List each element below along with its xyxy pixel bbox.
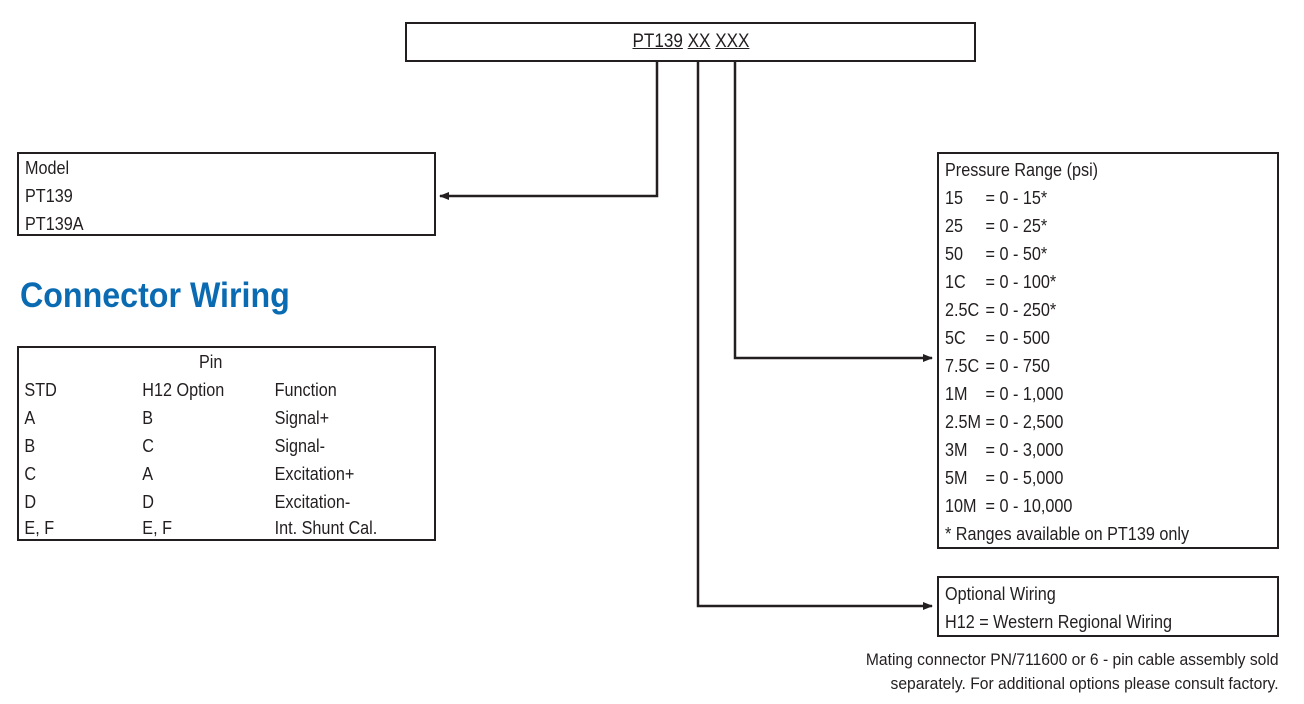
list-item: 25 = 0 - 25*	[945, 212, 1238, 240]
range-code: 1C	[945, 272, 966, 292]
model-box: Model PT139 PT139A	[17, 152, 436, 236]
section-title: Connector Wiring	[20, 276, 290, 315]
pressure-heading: Pressure Range (psi)	[945, 160, 1099, 180]
range-code: 15	[945, 188, 964, 208]
pressure-range-box: Pressure Range (psi) 15 = 0 - 15* 25 = 0 -…	[937, 152, 1279, 549]
range-code: 7.5C	[945, 356, 980, 376]
list-item: 5M = 0 - 5,000	[945, 464, 1238, 492]
wiring-heading: Optional Wiring	[945, 584, 1056, 604]
pin-function-cell: Excitation+	[274, 464, 355, 484]
footnote-text: Mating connector PN/711600 or 6 - pin ca…	[830, 648, 1279, 696]
pin-std-cell: E, F	[24, 518, 55, 538]
code-base: PT139	[632, 31, 683, 52]
model-item: PT139A	[25, 214, 84, 234]
pin-group-header-row: Pin	[19, 348, 393, 376]
note-line: Mating connector PN/711600 or 6 - pin ca…	[866, 650, 1279, 669]
range-code: 5M	[945, 468, 968, 488]
range-code: 3M	[945, 440, 968, 460]
list-item: 50 = 0 - 50*	[945, 240, 1238, 268]
wiring-connector-line	[696, 62, 933, 610]
code-option: XX	[687, 31, 710, 52]
range-code: 25	[945, 216, 964, 236]
model-heading: Model	[25, 158, 70, 178]
range-value: = 0 - 500	[985, 328, 1050, 348]
pin-std-cell: A	[24, 408, 36, 428]
model-item: PT139	[25, 186, 73, 206]
pin-function-cell: Signal+	[274, 408, 330, 428]
wiring-item: H12 = Western Regional Wiring	[945, 612, 1173, 632]
range-code: 2.5C	[945, 300, 980, 320]
range-value: = 0 - 5,000	[985, 468, 1064, 488]
range-code: 5C	[945, 328, 966, 348]
range-value: = 0 - 2,500	[985, 412, 1064, 432]
range-value: = 0 - 250*	[985, 300, 1057, 320]
list-item: 2.5C= 0 - 250*	[945, 296, 1238, 324]
range-value: = 0 - 750	[985, 356, 1050, 376]
pin-h12-cell: A	[142, 464, 154, 484]
pin-std-cell: B	[24, 436, 36, 456]
pin-h12-cell: B	[142, 408, 154, 428]
range-value: = 0 - 50*	[985, 244, 1048, 264]
range-value: = 0 - 3,000	[985, 440, 1064, 460]
part-number-code: PT139 XX XXX	[632, 24, 749, 60]
pin-group-header: Pin	[199, 352, 223, 372]
range-value: = 0 - 1,000	[985, 384, 1064, 404]
part-number-box: PT139 XX XXX	[405, 22, 976, 62]
pin-std-cell: C	[24, 464, 37, 484]
range-value: = 0 - 100*	[985, 272, 1057, 292]
pin-header-std: STD	[24, 380, 57, 400]
pin-std-cell: D	[24, 492, 37, 512]
range-value: = 0 - 10,000	[985, 496, 1073, 516]
range-code: 2.5M	[945, 412, 982, 432]
model-connector-line	[439, 62, 659, 200]
table-row: C A Excitation+	[19, 460, 393, 488]
code-range: XXX	[714, 31, 749, 52]
range-connector-line	[733, 62, 933, 362]
table-row: A B Signal+	[19, 404, 393, 432]
list-item: 15 = 0 - 15*	[945, 184, 1238, 212]
pin-function-cell: Excitation-	[274, 492, 351, 512]
table-row: B C Signal-	[19, 432, 393, 460]
note-line: separately. For additional options pleas…	[890, 674, 1279, 693]
list-item: 3M = 0 - 3,000	[945, 436, 1238, 464]
pressure-footnote: * Ranges available on PT139 only	[945, 524, 1190, 544]
pin-function-cell: Int. Shunt Cal.	[274, 518, 378, 538]
pin-header-function: Function	[274, 380, 337, 400]
list-item: 5C = 0 - 500	[945, 324, 1238, 352]
pin-h12-cell: C	[142, 436, 154, 456]
list-item: 7.5C= 0 - 750	[945, 352, 1238, 380]
range-code: 50	[945, 244, 964, 264]
list-item: 2.5M= 0 - 2,500	[945, 408, 1238, 436]
pin-h12-cell: D	[142, 492, 154, 512]
table-row: D D Excitation-	[19, 488, 393, 516]
range-code: 10M	[945, 496, 977, 516]
table-row: E, F E, F Int. Shunt Cal.	[19, 514, 393, 542]
list-item: 1M = 0 - 1,000	[945, 380, 1238, 408]
pin-header-h12: H12 Option	[142, 380, 225, 400]
pin-table: Pin STD H12 Option Function A B Signal+ …	[17, 346, 436, 541]
pin-function-cell: Signal-	[274, 436, 326, 456]
pin-h12-cell: E, F	[142, 518, 173, 538]
range-code: 1M	[945, 384, 968, 404]
list-item: 1C = 0 - 100*	[945, 268, 1238, 296]
list-item: 10M = 0 - 10,000	[945, 492, 1238, 520]
pin-header-row: STD H12 Option Function	[19, 376, 393, 404]
range-value: = 0 - 25*	[985, 216, 1048, 236]
optional-wiring-box: Optional Wiring H12 = Western Regional W…	[937, 576, 1279, 637]
range-value: = 0 - 15*	[985, 188, 1048, 208]
